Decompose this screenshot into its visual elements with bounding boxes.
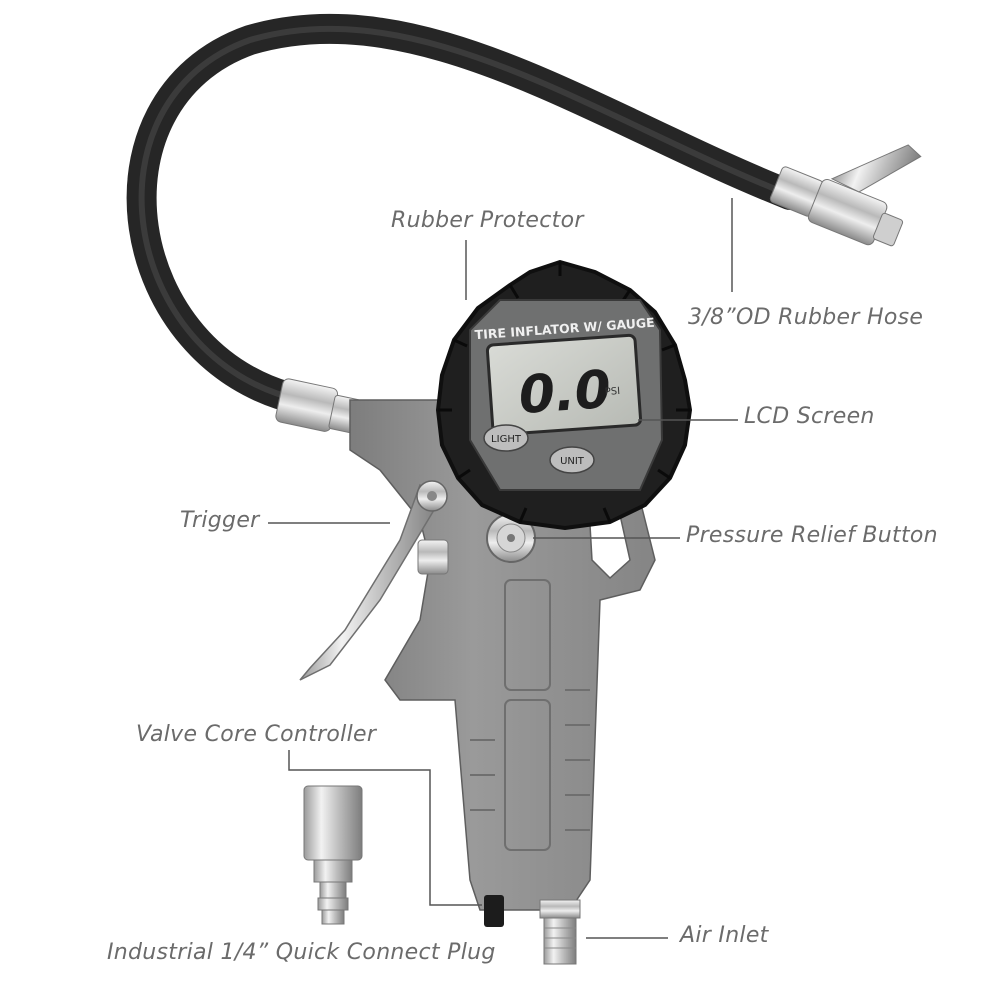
valve-core-controller-label: Valve Core Controller — [136, 722, 377, 747]
trigger — [299, 483, 441, 681]
unit-button[interactable]: UNIT — [549, 446, 595, 474]
light-button-label: LIGHT — [491, 434, 522, 445]
grip-grooves — [470, 579, 590, 851]
leader-lines — [268, 198, 738, 939]
air-chuck — [769, 144, 922, 247]
rubber-protector-label: Rubber Protector — [391, 208, 584, 233]
trigger-label: Trigger — [180, 508, 260, 533]
lcd-screen — [485, 333, 643, 437]
air-inlet-label: Air Inlet — [680, 923, 769, 948]
hose-label: 3/8”OD Rubber Hose — [688, 305, 924, 330]
unit-button-label: UNIT — [560, 456, 585, 467]
pressure-relief-button-graphic — [486, 513, 536, 563]
light-button[interactable]: LIGHT — [483, 424, 529, 452]
quick-connect-plug-label: Industrial 1/4” Quick Connect Plug — [107, 940, 496, 965]
lcd-reading: 0.0 — [517, 360, 613, 426]
lcd-screen-label: LCD Screen — [744, 404, 875, 429]
hose-ferrule — [275, 378, 361, 434]
pressure-relief-button-label: Pressure Relief Button — [686, 523, 938, 548]
air-inlet-fitting — [539, 899, 581, 965]
lcd-unit: PSI — [604, 386, 620, 398]
valve-core-controller — [484, 895, 504, 927]
quick-connect-plug — [303, 785, 363, 925]
valve-stem — [417, 539, 449, 575]
